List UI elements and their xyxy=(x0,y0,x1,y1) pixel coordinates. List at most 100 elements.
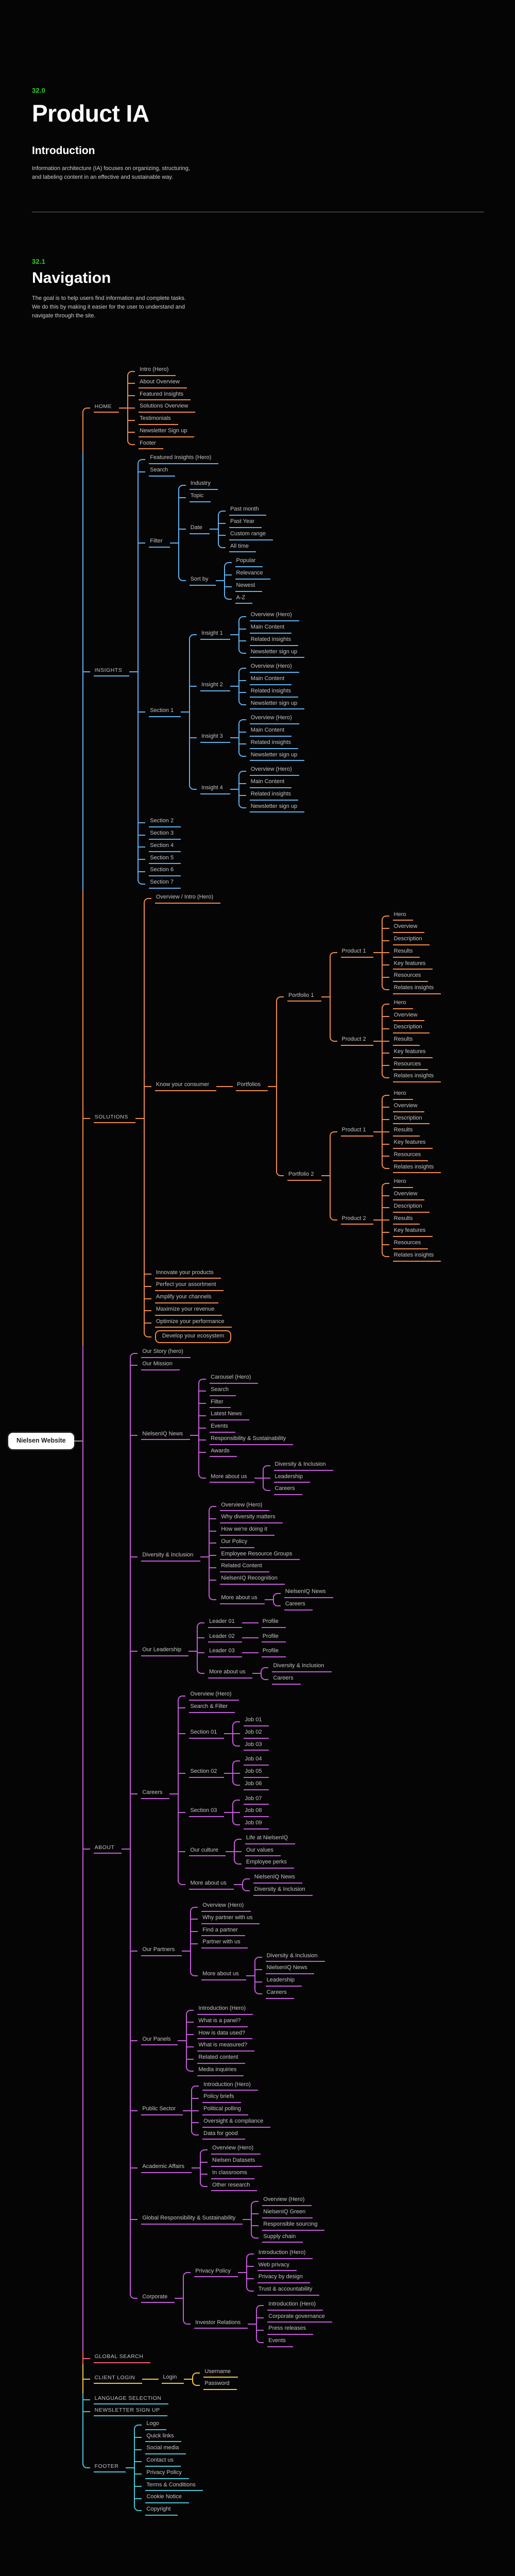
branch-maximize-your-revenue: Maximize your revenue xyxy=(154,1306,441,1316)
node-corporate-governance: Corporate governance xyxy=(267,2313,332,2323)
node-overview-hero: Overview (Hero) xyxy=(249,766,299,776)
node-insight-1: Insight 1 xyxy=(200,630,230,640)
connector-why-partner-with-us: Why partner with us xyxy=(190,1913,324,1926)
node-search: Search xyxy=(210,1386,236,1396)
connector-filter: Filter xyxy=(198,1397,333,1410)
branch-about-overview: About Overview xyxy=(139,379,195,388)
page-title: Product IA xyxy=(32,100,149,127)
branch-hero: Hero xyxy=(392,1090,441,1100)
node-product-1: Product 1 xyxy=(340,1127,373,1137)
node-how-is-data-used: How is data used? xyxy=(197,2030,252,2040)
connector-diversity-inclusion: Diversity & Inclusion xyxy=(254,1953,325,1964)
connector-nielseniq-recognition: NielsenIQ Recognition xyxy=(209,1573,333,1586)
branch-testimonials: Testimonials xyxy=(139,415,195,425)
branch-how-we-re-doing-it: How we're doing it xyxy=(220,1526,333,1536)
node-find-a-partner: Find a partner xyxy=(201,1927,245,1937)
node-section-6: Section 6 xyxy=(149,867,181,877)
node-privacy-policy: Privacy Policy xyxy=(194,2268,238,2278)
node-filter: Filter xyxy=(210,1399,231,1409)
connector-our-values: Our values xyxy=(233,1845,295,1858)
connector-related-insights: Related insights xyxy=(238,789,305,802)
branch-what-is-measured: What is measured? xyxy=(197,2042,255,2052)
branch-why-diversity-matters: Why diversity matters xyxy=(220,1514,333,1524)
node-key-features: Key features xyxy=(392,1048,433,1058)
node-leadership: Leadership xyxy=(265,1977,302,1987)
connector-innovate-your-products: Innovate your products xyxy=(143,1267,441,1281)
children-of-leader-02: Profile xyxy=(242,1632,286,1644)
node-nielseniq-news: NielsenIQ News xyxy=(284,1588,333,1599)
nav-section-number: 32.1 xyxy=(32,258,46,266)
branch-introduction-hero: Introduction (Hero) xyxy=(197,2005,254,2015)
node-overview-hero: Overview (Hero) xyxy=(220,1502,270,1512)
node-diversity-inclusion: Diversity & Inclusion xyxy=(272,1663,332,1672)
node-diversity-inclusion: Diversity & Inclusion xyxy=(141,1552,201,1562)
branch-nielseniq-news: NielsenIQ News xyxy=(265,1964,325,1975)
branch-hero: Hero xyxy=(392,1178,441,1189)
connector-what-is-measured: What is measured? xyxy=(186,2040,255,2053)
connector-section-4: Section 4 xyxy=(138,841,304,854)
branch-corporate-governance: Corporate governance xyxy=(267,2313,332,2323)
node-social-media: Social media xyxy=(145,2445,186,2455)
node-portfolios: Portfolios xyxy=(236,1081,268,1092)
node-hero: Hero xyxy=(392,911,414,921)
node-solutions: SOLUTIONS xyxy=(93,1114,135,1124)
node-description: Description xyxy=(392,1024,430,1034)
node-policy-briefs: Policy briefs xyxy=(202,2093,242,2104)
connector-custom-range: Custom range xyxy=(217,529,273,542)
connector-other-research: Other research xyxy=(200,2180,262,2192)
connector-responsibility-sustainability: Responsibility & Sustainability xyxy=(198,1434,333,1447)
node-overview: Overview xyxy=(392,923,425,934)
node-insight-4: Insight 4 xyxy=(200,785,230,794)
connector-data-for-good: Data for good xyxy=(191,2128,270,2140)
branch-quick-links: Quick links xyxy=(145,2433,202,2443)
connector-employee-resource-groups: Employee Resource Groups xyxy=(209,1549,333,1562)
node-perfect-your-assortment: Perfect your assortment xyxy=(154,1281,224,1292)
node-custom-range: Custom range xyxy=(229,531,273,540)
branch-relevance: Relevance xyxy=(235,570,270,580)
branch-job-08: Job 08 xyxy=(244,1807,269,1818)
connector-careers: Careers xyxy=(261,1673,331,1685)
node-relates-insights: Relates insights xyxy=(392,1073,441,1083)
node-why-diversity-matters: Why diversity matters xyxy=(220,1514,283,1524)
connector-related-insights: Related insights xyxy=(238,635,305,648)
connector-hero: Hero xyxy=(381,1090,441,1101)
branch-newsletter-sign-up: Newsletter sign up xyxy=(249,752,305,761)
connector-description: Description xyxy=(381,1201,441,1214)
connector-job-09: Job 09 xyxy=(232,1818,269,1829)
node-introduction-hero: Introduction (Hero) xyxy=(197,2005,253,2015)
branch-section-5: Section 5 xyxy=(149,855,304,865)
intro-heading: Introduction xyxy=(32,145,95,157)
branch-newsletter-sign-up: Newsletter sign up xyxy=(249,803,305,813)
branch-political-polling: Political polling xyxy=(202,2106,270,2115)
node-relates-insights: Relates insights xyxy=(392,1164,441,1174)
node-partner-with-us: Partner with us xyxy=(201,1939,248,1949)
connector-section-5: Section 5 xyxy=(138,853,304,866)
connector-privacy-by-design: Privacy by design xyxy=(246,2272,320,2285)
node-language-selection: LANGUAGE SELECTION xyxy=(93,2395,169,2405)
branch-section-3: Section 3 xyxy=(149,830,304,840)
branch-overview: Overview xyxy=(392,923,441,934)
branch-overview-intro-hero: Overview / Intro (Hero) xyxy=(154,894,441,904)
branch-innovate-your-products: Innovate your products xyxy=(154,1269,441,1279)
node-introduction-hero: Introduction (Hero) xyxy=(257,2249,313,2259)
branch-relates-insights: Relates insights xyxy=(392,985,441,994)
node-nielseniq-news: NielsenIQ News xyxy=(141,1431,191,1440)
